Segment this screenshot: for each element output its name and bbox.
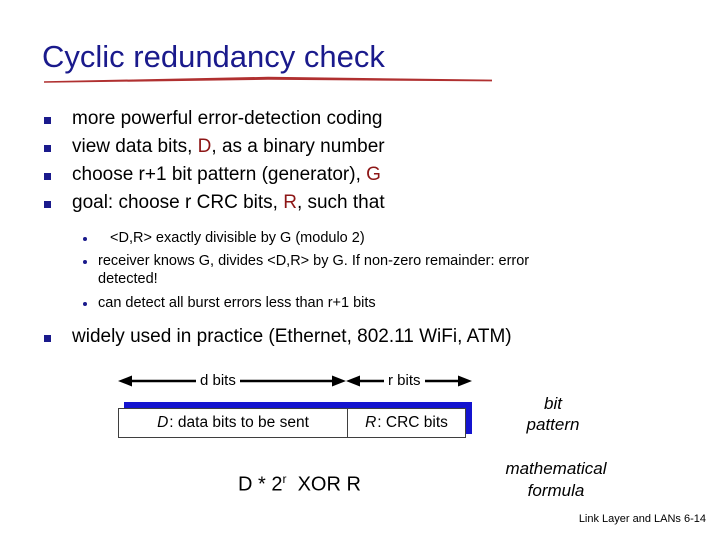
square-bullet-icon <box>44 117 51 124</box>
bit-pattern-line-1: bit <box>544 394 562 413</box>
crc-box-label: : CRC bits <box>377 414 448 431</box>
square-bullet-icon <box>44 201 51 208</box>
bullet-text: choose r+1 bit pattern (generator), G <box>72 164 381 185</box>
list-item: widely used in practice (Ethernet, 802.1… <box>44 325 512 349</box>
math-formula-line-1: mathematical <box>505 459 607 478</box>
square-bullet-icon <box>44 335 51 342</box>
formula-base: D * 2 <box>238 473 283 496</box>
crc-box-symbol: R <box>365 414 377 431</box>
square-bullet-icon <box>44 145 51 152</box>
dot-bullet-icon <box>83 237 87 241</box>
bullet-text: view data bits, D, as a binary number <box>72 136 385 157</box>
slide-footer: Link Layer and LANs 6-14 <box>578 513 706 525</box>
sub-bullet-text: <D,R> exactly divisible by G (modulo 2) <box>110 230 365 246</box>
crc-bits-box: R: CRC bits <box>347 408 466 438</box>
title-underline-decoration <box>44 76 492 83</box>
bit-pattern-annotation: bit pattern <box>498 393 608 435</box>
formula-exponent: r <box>282 472 287 486</box>
math-formula-line-2: formula <box>527 481 585 500</box>
list-item: choose r+1 bit pattern (generator), G <box>44 163 381 187</box>
sub-list-item: <D,R> exactly divisible by G (modulo 2) <box>83 229 365 247</box>
square-bullet-icon <box>44 173 51 180</box>
sub-bullet-text: can detect all burst errors less than r+… <box>98 295 376 311</box>
formula-tail: XOR R <box>297 473 361 496</box>
mathematical-formula-annotation: mathematical formula <box>440 458 672 502</box>
page-title: Cyclic redundancy check <box>42 39 385 74</box>
sub-list-item: can detect all burst errors less than r+… <box>83 294 376 312</box>
data-box-symbol: D <box>157 414 169 431</box>
bullet-text: more powerful error-detection coding <box>72 108 383 129</box>
dot-bullet-icon <box>83 302 87 306</box>
list-item: more powerful error-detection coding <box>44 107 383 131</box>
dot-bullet-icon <box>83 260 87 264</box>
sub-list-item: receiver knows G, divides <D,R> by G. If… <box>83 252 568 288</box>
d-bits-label: d bits <box>196 372 240 390</box>
data-bits-box: D: data bits to be sent <box>118 408 348 438</box>
list-item: view data bits, D, as a binary number <box>44 135 385 159</box>
bullet-text: widely used in practice (Ethernet, 802.1… <box>72 326 512 347</box>
data-box-label: : data bits to be sent <box>169 414 309 431</box>
bit-pattern-line-2: pattern <box>526 415 580 434</box>
bullet-text: goal: choose r CRC bits, R, such that <box>72 192 385 213</box>
r-bits-label: r bits <box>384 372 425 390</box>
crc-formula: D * 2r XOR R <box>238 467 361 497</box>
list-item: goal: choose r CRC bits, R, such that <box>44 191 385 215</box>
sub-bullet-text: receiver knows G, divides <D,R> by G. If… <box>98 253 530 287</box>
